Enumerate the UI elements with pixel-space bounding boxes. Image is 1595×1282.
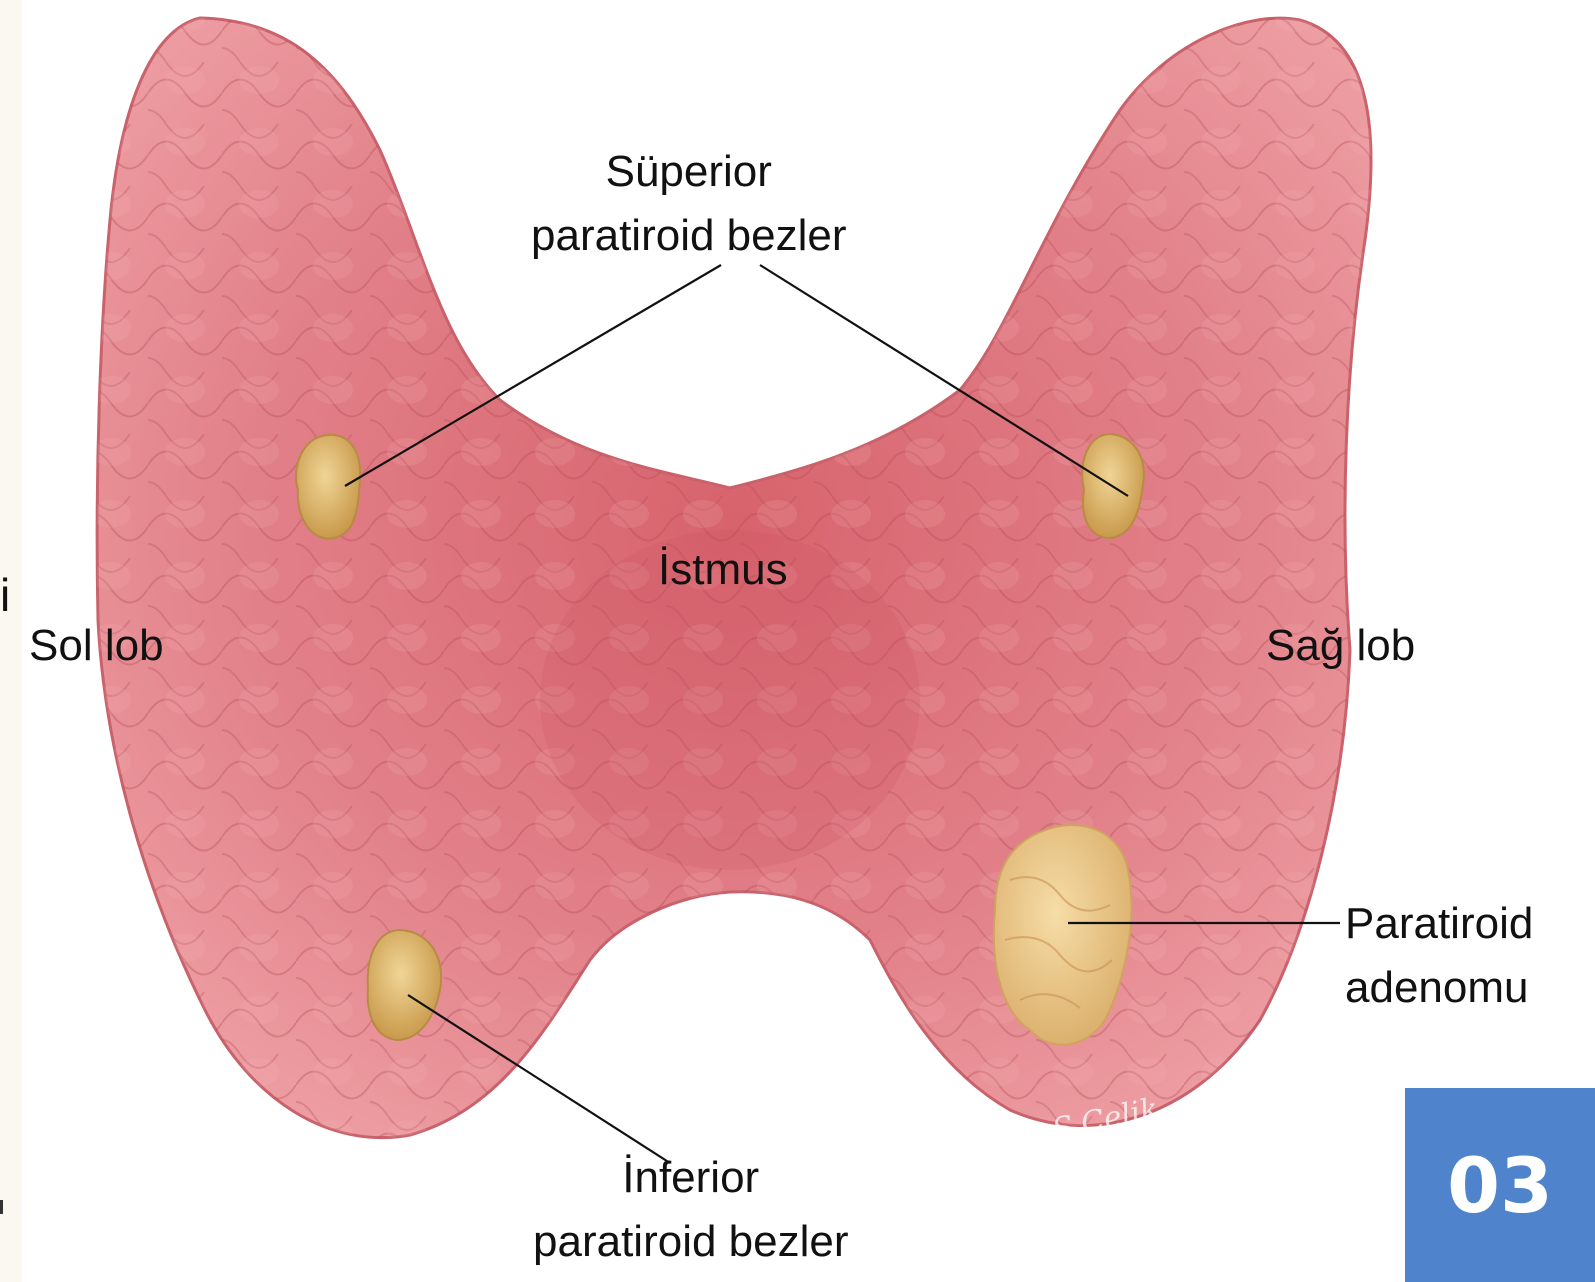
superior-parathyroid-left (296, 435, 360, 539)
page-number: 03 (1447, 1141, 1553, 1230)
label-right-lobe: Sağ lob (1266, 614, 1415, 678)
label-inferior-parathyroid: İnferior paratiroid bezler (533, 1146, 849, 1274)
label-left-lobe: Sol lob (29, 614, 164, 678)
page-number-badge: 03 (1405, 1088, 1595, 1282)
label-inferior-line2: paratiroid bezler (533, 1210, 849, 1274)
label-adenoma-line2: adenomu (1345, 956, 1533, 1020)
label-superior-line1: Süperior (531, 140, 847, 204)
label-parathyroid-adenoma: Paratiroid adenomu (1345, 892, 1533, 1020)
label-adenoma-line1: Paratiroid (1345, 892, 1533, 956)
label-superior-line2: paratiroid bezler (531, 204, 847, 268)
label-isthmus: İstmus (658, 538, 788, 602)
label-inferior-line1: İnferior (533, 1146, 849, 1210)
label-superior-parathyroid: Süperior paratiroid bezler (531, 140, 847, 268)
